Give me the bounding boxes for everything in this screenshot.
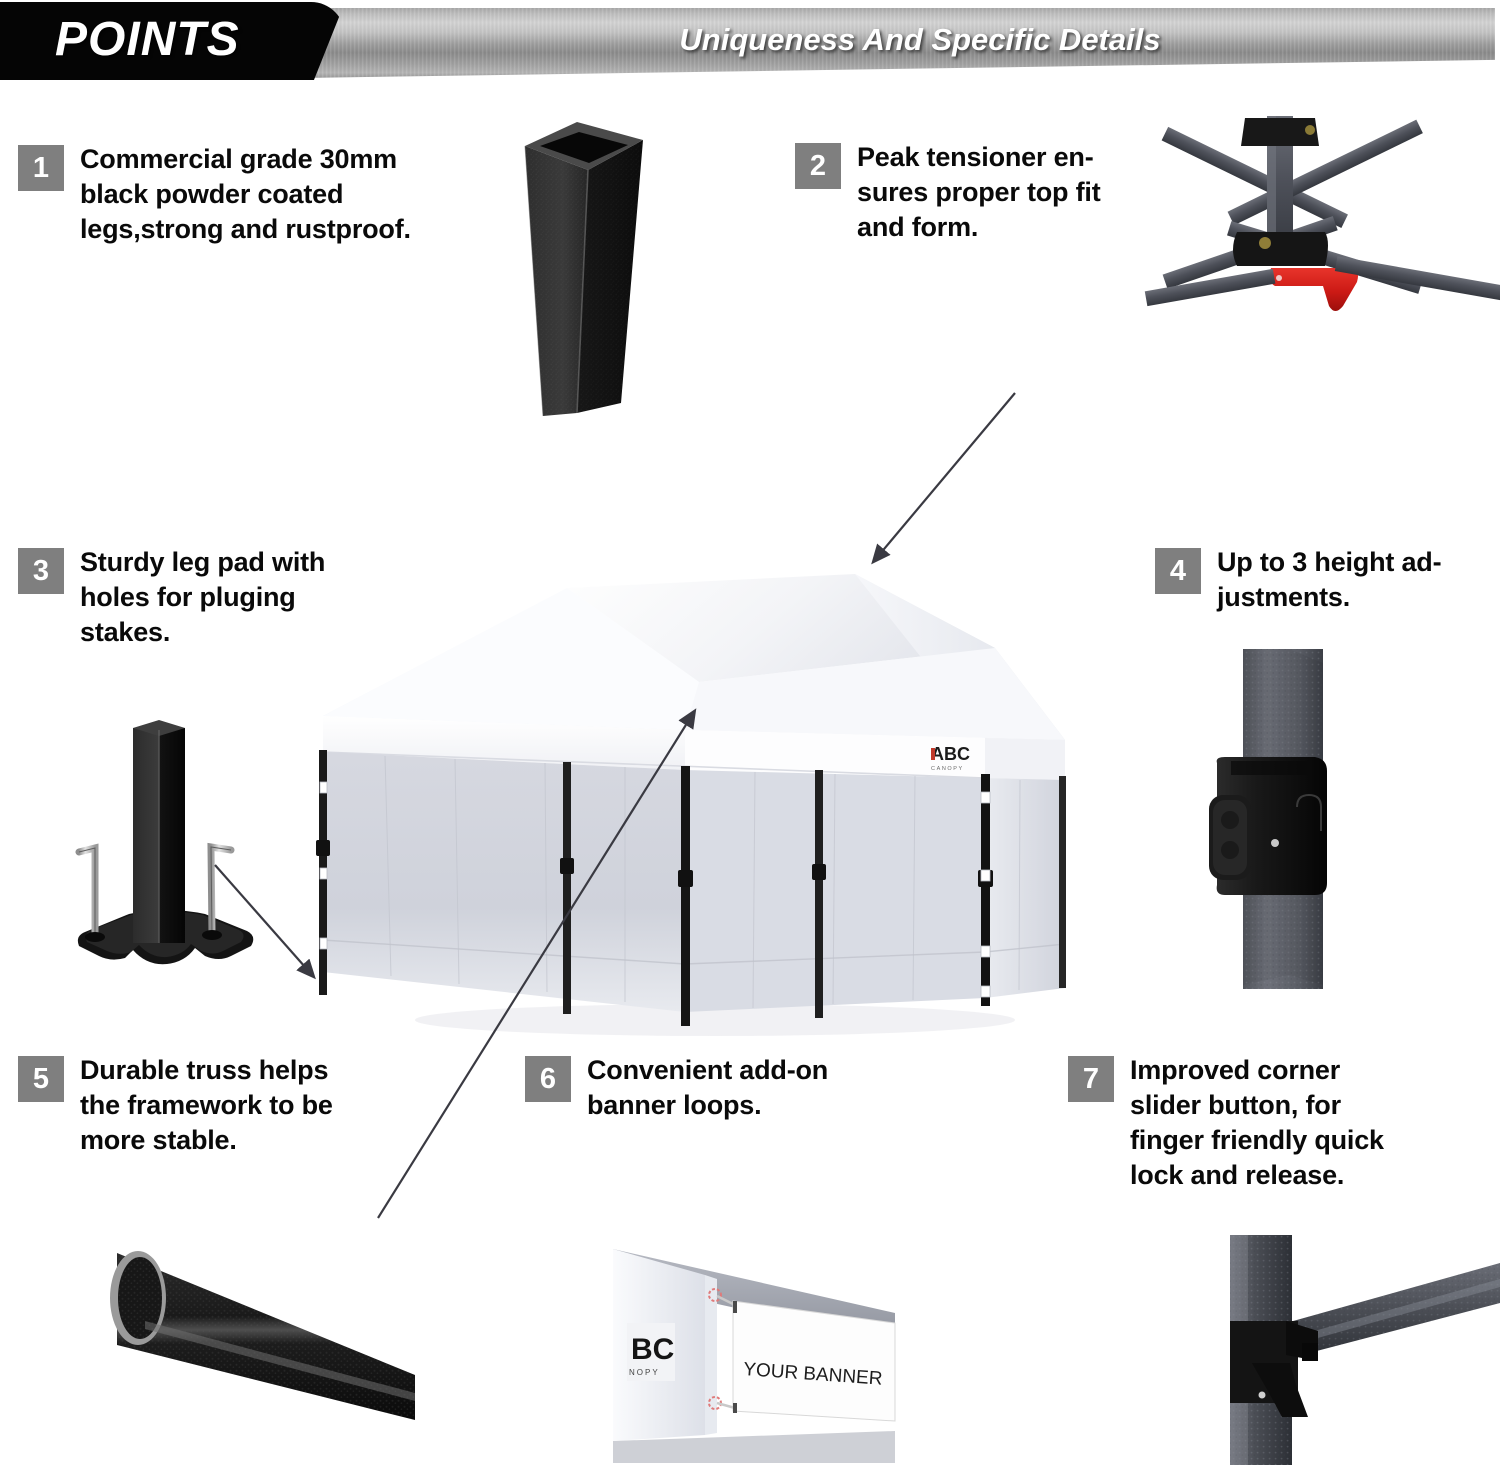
point-2-text: Peak tensioner en- sures proper top fit … <box>857 140 1101 245</box>
point-5-text: Durable truss helps the framework to be … <box>80 1053 333 1158</box>
point-5-line-3: more stable. <box>80 1125 237 1156</box>
point-3-text: Sturdy leg pad with holes for pluging st… <box>80 545 325 650</box>
point-7: 7 Improved corner slider button, for fin… <box>1068 1053 1468 1193</box>
point-5-badge: 5 <box>18 1056 64 1102</box>
corner-slider-photo <box>1190 1235 1500 1465</box>
point-3-line-3: stakes. <box>80 617 171 648</box>
point-2-line-2: sures proper top fit <box>857 177 1101 208</box>
point-3-line-1: Sturdy leg pad with <box>80 547 326 577</box>
banner-photo-logo-text: BC <box>631 1333 674 1366</box>
point-1: 1 Commercial grade 30mm black powder coa… <box>18 142 458 247</box>
point-2-badge: 2 <box>795 143 841 189</box>
point-7-text: Improved corner slider button, for finge… <box>1130 1053 1384 1193</box>
point-4-line-2: justments. <box>1217 582 1351 613</box>
banner-title: Uniqueness And Specific Details <box>679 22 1161 57</box>
point-5-line-2: the framework to be <box>80 1090 333 1121</box>
point-2: 2 Peak tensioner en- sures proper top fi… <box>795 140 1135 245</box>
banner-loops-photo: BC NOPY YOUR BANNER <box>605 1235 896 1463</box>
point-6-line-1: Convenient add-on <box>587 1055 829 1085</box>
points-tab-label: POINTS <box>55 13 240 66</box>
height-adjust-photo <box>1185 645 1420 990</box>
point-6: 6 Convenient add-on banner loops. <box>525 1053 905 1123</box>
header-banner: POINTS Uniqueness And Specific Details <box>0 0 1500 88</box>
main-canopy-photo: ABC CANOPY <box>295 540 1105 1050</box>
peak-tensioner-photo <box>1144 110 1500 360</box>
canopy-logo-sub: CANOPY <box>931 766 964 772</box>
point-1-text: Commercial grade 30mm black powder coate… <box>80 142 411 247</box>
point-3-badge: 3 <box>18 548 64 594</box>
point-6-line-2: banner loops. <box>587 1090 762 1121</box>
point-1-line-2: black powder coated <box>80 179 344 210</box>
leg-tube-photo <box>495 118 685 418</box>
point-2-line-3: and form. <box>857 212 979 243</box>
point-7-line-3: finger friendly quick <box>1130 1125 1384 1156</box>
point-5: 5 Durable truss helps the framework to b… <box>18 1053 378 1158</box>
point-7-line-1: Improved corner <box>1130 1055 1341 1085</box>
point-7-line-2: slider button, for <box>1130 1090 1341 1121</box>
canopy-logo: ABC CANOPY <box>931 744 970 772</box>
point-4-badge: 4 <box>1155 548 1201 594</box>
banner-photo-logo-sub: NOPY <box>629 1368 660 1377</box>
point-7-badge: 7 <box>1068 1056 1114 1102</box>
point-4-text: Up to 3 height ad- justments. <box>1217 545 1442 615</box>
point-5-line-1: Durable truss helps <box>80 1055 329 1085</box>
point-6-text: Convenient add-on banner loops. <box>587 1053 828 1123</box>
point-1-line-3: legs,strong and rustproof. <box>80 214 411 245</box>
point-1-line-1: Commercial grade 30mm <box>80 144 397 174</box>
arrow-peak-tensioner <box>871 392 1016 565</box>
point-4: 4 Up to 3 height ad- justments. <box>1155 545 1485 615</box>
point-3: 3 Sturdy leg pad with holes for pluging … <box>18 545 368 650</box>
point-2-line-1: Peak tensioner en- <box>857 142 1094 172</box>
point-6-badge: 6 <box>525 1056 571 1102</box>
point-3-line-2: holes for pluging <box>80 582 296 613</box>
canopy-logo-text: ABC <box>931 744 970 764</box>
point-1-badge: 1 <box>18 145 64 191</box>
points-tab <box>0 2 345 80</box>
truss-tube-photo <box>85 1225 415 1420</box>
leg-pad-photo <box>55 700 295 975</box>
point-4-line-1: Up to 3 height ad- <box>1217 547 1442 577</box>
point-7-line-4: lock and release. <box>1130 1160 1345 1191</box>
